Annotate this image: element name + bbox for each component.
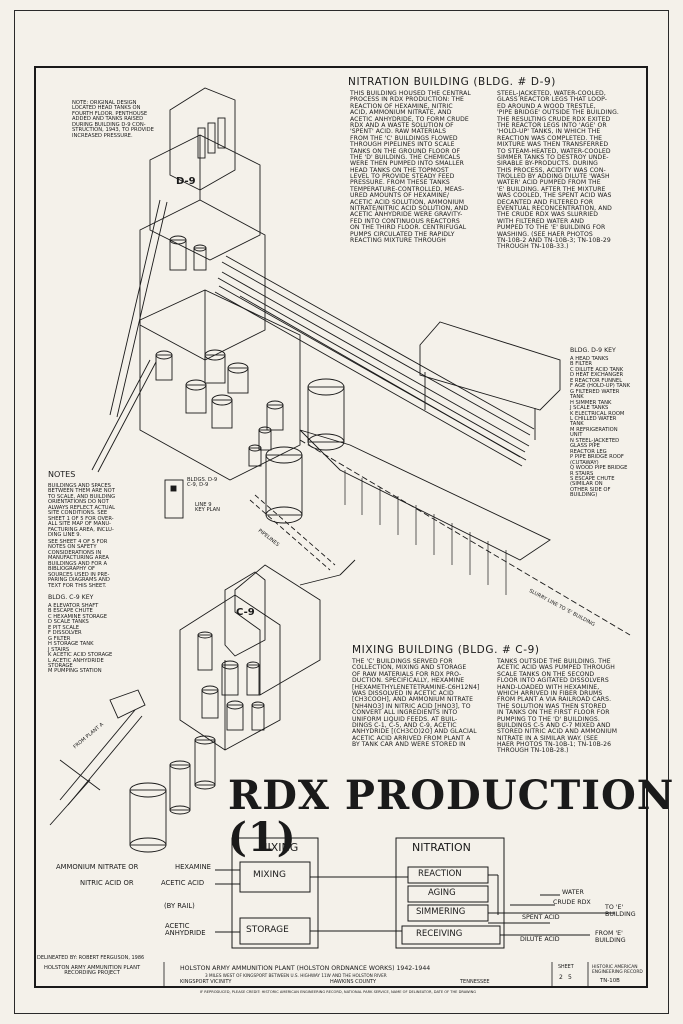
flow-simmering-label: SIMMERING — [416, 907, 466, 917]
key-item: P PIPE BRIDGE ROOF (CUTAWAY) — [570, 454, 624, 466]
mixing-text-col1: THE 'C' BUILDINGS SERVED FOR COLLECTION,… — [352, 658, 480, 749]
mixing-stage-box — [231, 837, 319, 949]
input-ammonium-nitrate: AMMONIUM NITRATE OR — [56, 863, 139, 871]
c9-label: C-9 — [236, 607, 255, 618]
haer-label: HISTORIC AMERICAN ENGINEERING RECORD — [592, 965, 643, 975]
nitration-text-col2: STEEL-JACKETED, WATER-COOLED, GLASS REAC… — [497, 90, 619, 251]
key-item: K ELECTRICAL ROOM — [570, 410, 625, 417]
input-hexamine: HEXAMINE — [175, 863, 211, 871]
flow-nitration-header: NITRATION — [412, 841, 471, 854]
title-block-state: TENNESSEE — [460, 979, 490, 985]
output-to-e-building: TO 'E' BUILDING — [605, 904, 636, 918]
key-item: F AGE (HOLD-UP) TANK — [570, 383, 630, 390]
flow-mixing-header: MIXING — [258, 841, 299, 854]
mixing-text-col2: TANKS OUTSIDE THE BUILDING. THE ACETIC A… — [497, 658, 618, 755]
input-nitric-acid: NITRIC ACID OR — [80, 879, 134, 887]
delineator: DELINEATED BY: ROBERT FERGUSON, 1986 — [37, 955, 145, 961]
input-from-e-building: FROM 'E' BUILDING — [595, 930, 626, 944]
key-item: A HEAD TANKS — [570, 356, 609, 362]
key-item: Q WOOD PIPE BRIDGE — [570, 465, 628, 472]
key-plan-label: LINE 9 KEY PLAN — [195, 502, 221, 514]
mixing-heading: MIXING BUILDING (BLDG. # C-9) — [352, 644, 540, 656]
key-item: B ESCAPE CHUTE — [48, 608, 93, 615]
key-item: L ACETIC ANHYDRIDE STORAGE — [48, 657, 104, 669]
key-item: C HEXAMINE STORAGE — [48, 613, 108, 620]
design-note: NOTE: ORIGINAL DESIGN LOCATED HEAD TANKS… — [72, 100, 154, 139]
key-item: D SCALE TANKS — [48, 619, 89, 626]
key-item: G FILTER — [48, 635, 71, 642]
input-acetic-acid: ACETIC ACID — [161, 879, 205, 887]
title-block-county: HAWKINS COUNTY — [330, 979, 377, 985]
key-item: C DILUTE ACID TANK — [570, 366, 624, 373]
key-item: J SCALE TANKS — [570, 405, 609, 412]
key-item: K ACETIC ACID STORAGE — [48, 652, 113, 659]
key-item: N STEEL-JACKETED GLASS PIPE REACTOR LEG — [570, 437, 620, 455]
sheet-number: 2 — [559, 974, 563, 981]
flow-storage-box-label: STORAGE — [246, 925, 289, 935]
title-block-vicinity: KINGSPORT VICINITY — [180, 979, 232, 985]
key-item: G FILTERED WATER TANK — [570, 388, 620, 401]
output-crude-rdx: CRUDE RDX — [553, 899, 591, 906]
key-item: M REFRIGERATION UNIT — [570, 426, 618, 439]
c9-key-title: BLDG. C-9 KEY — [48, 594, 94, 601]
recording-project: HOLSTON ARMY AMMUNITION PLANT RECORDING … — [44, 965, 141, 977]
key-item: L CHILLED WATER TANK — [570, 415, 617, 428]
key-item: A ELEVATOR SHAFT — [48, 603, 99, 609]
flow-reaction-label: REACTION — [418, 869, 462, 879]
output-water: WATER — [562, 889, 584, 896]
key-item: E REACTOR FUNNEL — [570, 377, 623, 384]
c9-storage-wing — [234, 564, 321, 696]
sheet-label: SHEET — [558, 965, 574, 970]
c9-elevator — [224, 571, 266, 657]
nitration-stage-box — [395, 837, 505, 949]
title-block-location: 3 MILES WEST OF KINGSPORT BETWEEN U.S. H… — [205, 973, 387, 978]
key-plan-bldgs: BLDGS. D-9 C-9, D-9 — [187, 477, 218, 489]
key-item: F DISSOLVER — [48, 630, 82, 637]
d9-penthouse — [169, 87, 236, 191]
input-by-rail: (BY RAIL) — [164, 902, 195, 910]
key-item: E PIT SCALE — [48, 624, 80, 631]
key-item: B FILTER — [570, 361, 592, 368]
key-item: M PUMPING STATION — [48, 668, 102, 675]
nitration-heading: NITRATION BUILDING (BLDG. # D-9) — [348, 76, 556, 88]
d9-key-title: BLDG. D-9 KEY — [570, 347, 616, 354]
haer-number: TN-10B — [600, 978, 620, 984]
drawing-frame — [34, 66, 648, 988]
flow-aging-label: AGING — [428, 888, 456, 898]
d9-label: D-9 — [176, 176, 196, 187]
pipe-bridge-roof — [419, 321, 561, 411]
key-item: R STAIRS — [570, 470, 594, 477]
aging-process-box — [407, 885, 489, 903]
flow-receiving-label: RECEIVING — [416, 929, 463, 939]
reproduction-footer: IF REPRODUCED, PLEASE CREDIT: HISTORIC A… — [200, 990, 477, 994]
output-spent-acid: SPENT ACID — [522, 914, 560, 921]
main-title: RDX PRODUCTION (1) — [228, 772, 675, 861]
key-item: H SIMMER TANK — [570, 399, 612, 406]
notes-body-2: SEE SHEET 4 OF 5 FOR NOTES ON SAFETY CON… — [48, 539, 110, 589]
notes-body-1: BUILDINGS AND SPACES BETWEEN THEM ARE NO… — [48, 483, 116, 539]
key-item: J STAIRS — [48, 646, 70, 653]
wood-pipe-bridge — [299, 429, 551, 561]
title-block-main: HOLSTON ARMY AMMUNITION PLANT (HOLSTON O… — [180, 965, 431, 972]
sheet-of: 5 — [568, 974, 572, 981]
input-acetic-anhydride: ACETIC ANHYDRIDE — [165, 922, 206, 938]
key-item: D HEAT EXCHANGER — [570, 372, 624, 379]
notes-title: NOTES — [48, 470, 76, 479]
flow-mixing-box-label: MIXING — [253, 870, 286, 880]
nitration-text-col1: THIS BUILDING HOUSED THE CENTRAL PROCESS… — [350, 90, 471, 244]
key-item: S ESCAPE CHUTE (SIMILAR ON OTHER SIDE OF… — [570, 475, 615, 499]
drawing-sheet — [14, 10, 669, 1014]
key-item: H STORAGE TANK — [48, 641, 94, 648]
d9-middle-floor — [139, 199, 266, 361]
c9-building — [179, 594, 281, 751]
input-dilute-acid: DILUTE ACID — [520, 936, 560, 943]
